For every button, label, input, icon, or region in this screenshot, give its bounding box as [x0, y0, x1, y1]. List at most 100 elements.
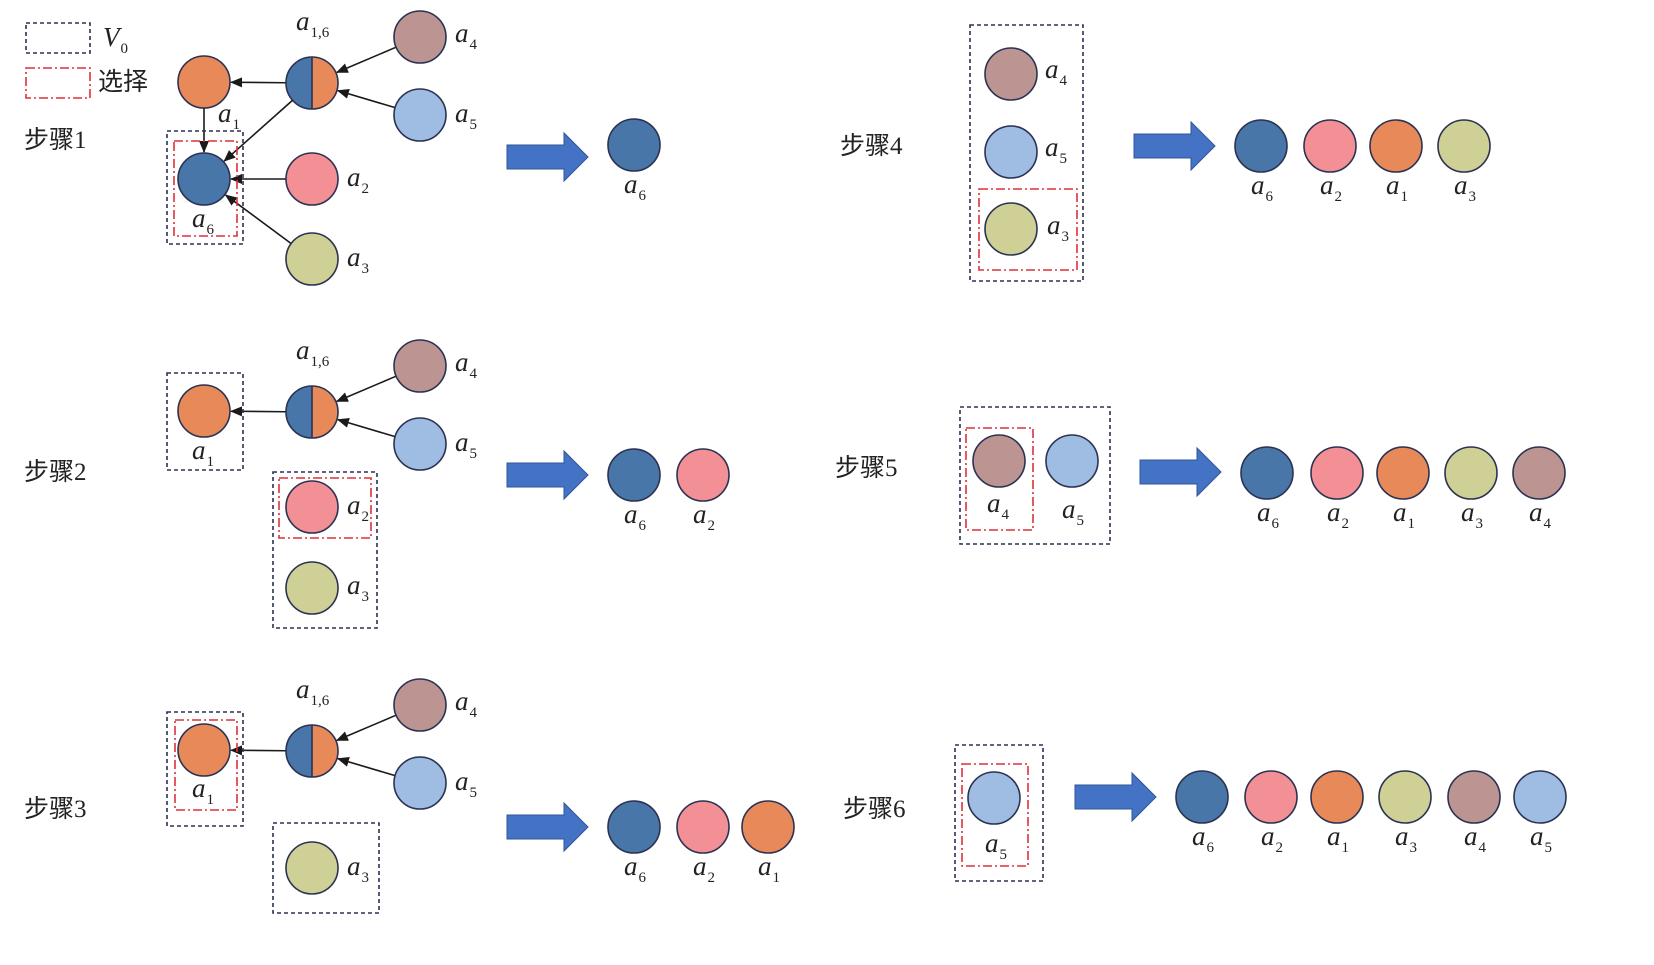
- legend-select-label: 选择: [98, 68, 148, 96]
- edge-arrow: [229, 406, 287, 417]
- result-label-a4: a4: [1464, 821, 1487, 856]
- node-a3: [285, 561, 339, 615]
- label-a4: a4: [987, 488, 1010, 523]
- edge-arrow: [223, 99, 294, 162]
- result-node-a5: [1513, 770, 1567, 824]
- node-half-a1: [312, 57, 338, 109]
- result-label-a6: a6: [624, 169, 647, 204]
- result-node-a6: [1240, 446, 1294, 500]
- v0-box: [959, 406, 1111, 545]
- label-a5: a5: [455, 98, 477, 133]
- result-node-a3: [1437, 119, 1491, 173]
- edge-arrow: [336, 418, 396, 438]
- result-node-a6: [607, 118, 661, 172]
- label-a4: a4: [455, 686, 478, 721]
- label-a4: a4: [455, 347, 478, 382]
- result-node-a3: [1444, 446, 1498, 500]
- result-label-a5: a5: [1530, 821, 1552, 856]
- node-a4: [972, 434, 1026, 488]
- transition-arrow-icon: [1139, 446, 1222, 498]
- edge-arrow: [335, 46, 397, 74]
- result-node-a2: [1244, 770, 1298, 824]
- node-a5: [984, 125, 1038, 179]
- result-node-a2: [1310, 446, 1364, 500]
- result-node-a6: [607, 800, 661, 854]
- select-box: [961, 763, 1029, 867]
- step-label-3: 步骤3: [24, 795, 87, 823]
- result-node-a2: [676, 800, 730, 854]
- v0-box: [272, 471, 378, 629]
- result-node-a4: [1447, 770, 1501, 824]
- label-a5: a5: [455, 427, 477, 462]
- result-label-a6: a6: [624, 851, 647, 886]
- transition-arrow-icon: [1074, 771, 1157, 823]
- transition-arrow-icon: [1133, 120, 1216, 172]
- select-box: [278, 477, 372, 539]
- result-label-a1: a1: [1386, 170, 1408, 205]
- result-label-a6: a6: [1251, 170, 1274, 205]
- transition-arrow-icon: [506, 801, 589, 853]
- select-box: [173, 140, 238, 237]
- v0-box: [969, 24, 1084, 282]
- label-a3: a3: [1047, 210, 1069, 245]
- result-label-a3: a3: [1395, 821, 1417, 856]
- result-label-a6: a6: [624, 499, 647, 534]
- label-a3: a3: [347, 570, 369, 605]
- node-a3: [285, 841, 339, 895]
- node-a16: [285, 724, 339, 778]
- edge-arrow: [335, 714, 397, 742]
- result-label-a2: a2: [693, 851, 715, 886]
- result-node-a2: [1303, 119, 1357, 173]
- node-a5: [967, 771, 1021, 825]
- edge-arrow: [335, 375, 397, 403]
- select-box: [978, 188, 1078, 271]
- edge-arrow: [336, 89, 396, 109]
- result-node-a3: [1378, 770, 1432, 824]
- label-a5: a5: [985, 828, 1007, 863]
- result-label-a6: a6: [1192, 821, 1215, 856]
- node-a4: [393, 339, 447, 393]
- result-label-a2: a2: [693, 499, 715, 534]
- label-a3: a3: [347, 851, 369, 886]
- transition-arrow-icon: [506, 449, 589, 501]
- label-a16: a1,6: [296, 674, 330, 709]
- legend-v0-swatch: [25, 22, 91, 54]
- label-a16: a1,6: [296, 6, 330, 41]
- legend-v0-label: V0: [103, 22, 128, 57]
- label-a2: a2: [347, 490, 369, 525]
- result-node-a1: [741, 800, 795, 854]
- result-label-a1: a1: [1327, 821, 1349, 856]
- label-a16: a1,6: [296, 335, 330, 370]
- step-label-6: 步骤6: [843, 795, 906, 823]
- select-box: [174, 719, 238, 811]
- result-node-a6: [1175, 770, 1229, 824]
- result-node-a1: [1369, 119, 1423, 173]
- v0-box: [166, 711, 244, 827]
- result-label-a4: a4: [1529, 497, 1552, 532]
- node-half-a1: [312, 386, 338, 438]
- node-a6: [177, 152, 231, 206]
- node-a5: [393, 417, 447, 471]
- label-a5: a5: [1045, 132, 1067, 167]
- node-a2: [285, 152, 339, 206]
- edge-arrow: [229, 745, 287, 756]
- node-a4: [393, 10, 447, 64]
- label-a6: a6: [192, 203, 215, 238]
- node-a1: [177, 384, 231, 438]
- node-half-a6: [286, 386, 312, 438]
- node-a16: [285, 385, 339, 439]
- step-label-4: 步骤4: [840, 132, 903, 160]
- result-node-a6: [607, 448, 661, 502]
- edge-arrow: [336, 757, 396, 777]
- node-half-a1: [312, 725, 338, 777]
- node-a5: [393, 88, 447, 142]
- result-label-a6: a6: [1257, 497, 1280, 532]
- label-a1: a1: [192, 435, 214, 470]
- result-node-a1: [1310, 770, 1364, 824]
- node-a4: [393, 678, 447, 732]
- v0-box: [272, 822, 380, 914]
- step-label-1: 步骤1: [24, 126, 87, 154]
- node-a3: [984, 202, 1038, 256]
